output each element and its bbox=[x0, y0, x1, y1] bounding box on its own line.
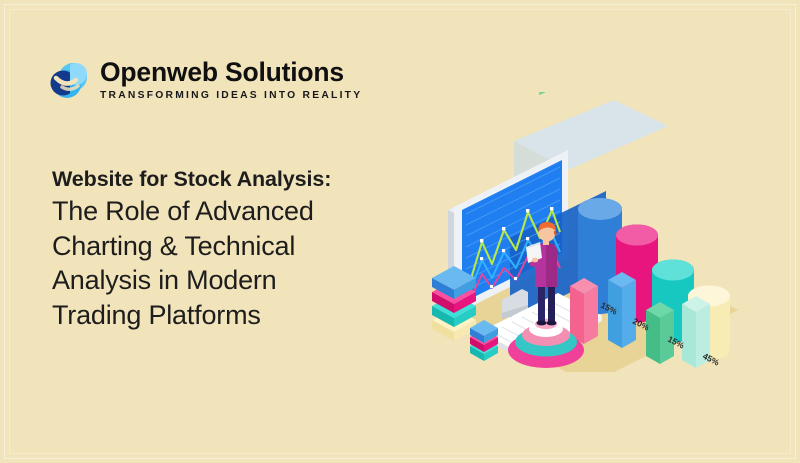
headline-line-5: Trading Platforms bbox=[52, 300, 261, 331]
brand-name: Openweb Solutions bbox=[100, 56, 344, 87]
isometric-data-analytics-scene: 15% 20% 15% 45% bbox=[418, 92, 738, 372]
page-title: Website for Stock Analysis: The Role of … bbox=[52, 166, 402, 333]
green-line bbox=[468, 208, 561, 283]
openweb-s-swirl-logo-icon bbox=[46, 56, 94, 104]
headline-line-1: Website for Stock Analysis: bbox=[52, 167, 332, 191]
front-bar-lightteal bbox=[682, 296, 710, 368]
front-bar-blue bbox=[608, 272, 636, 348]
stacked-blocks-small bbox=[470, 320, 498, 361]
tiered-podium bbox=[508, 318, 584, 368]
brand-logo[interactable]: Openweb Solutions TRANSFORMING IDEAS INT… bbox=[46, 56, 362, 104]
front-bar-green bbox=[646, 302, 674, 364]
headline-line-4: Analysis in Modern bbox=[52, 265, 277, 296]
bar-mini-striped bbox=[539, 92, 545, 96]
analyst-figure bbox=[526, 222, 557, 326]
front-bar-pink bbox=[570, 278, 598, 344]
stacked-blocks-tall bbox=[432, 266, 476, 341]
brand-tagline: TRANSFORMING IDEAS INTO REALITY bbox=[100, 90, 363, 102]
brand-text-wrap: Openweb Solutions TRANSFORMING IDEAS INT… bbox=[100, 56, 363, 102]
headline-line-3: Charting & Technical bbox=[52, 230, 296, 261]
headline-line-2: The Role of Advanced bbox=[52, 195, 314, 226]
